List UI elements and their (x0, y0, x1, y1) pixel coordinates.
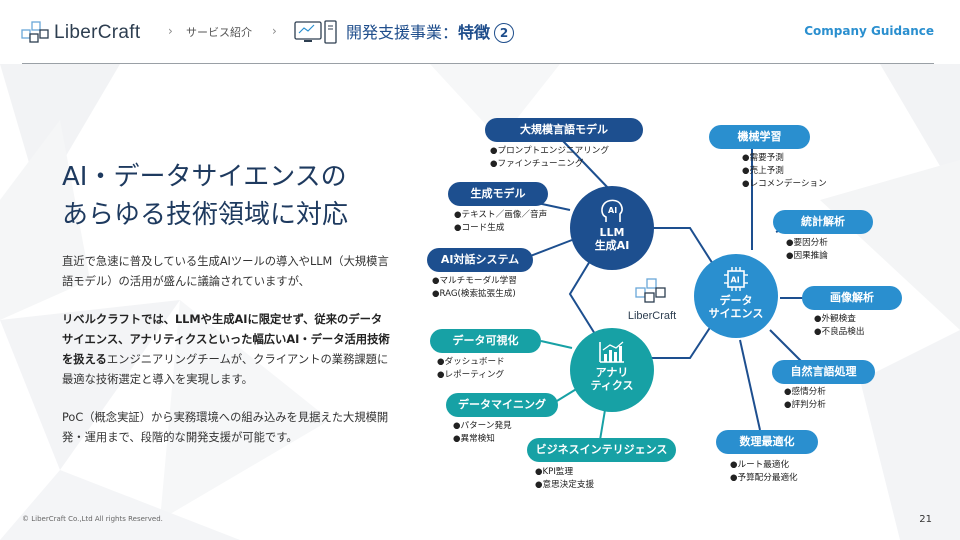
ai-chip-icon: AI (724, 267, 748, 291)
headline: AI・データサイエンスの あらゆる技術領域に対応 (62, 158, 348, 234)
node-data-visualization[interactable]: データ可視化 (430, 329, 541, 353)
node-data-visualization-items: ●ダッシュボード ●レポーティング (437, 356, 505, 382)
page-number: 21 (919, 514, 932, 525)
list-item: ●コード生成 (454, 223, 505, 233)
list-item: ●レコメンデーション (742, 179, 827, 189)
node-business-intelligence-items: ●KPI監理 ●意思決定支援 (535, 466, 594, 492)
node-ai-dialog-system-items: ●マルチモーダル学習 ●RAG(検索拡張生成) (432, 275, 517, 301)
node-statistical-analysis-items: ●要因分析 ●因果推論 (786, 237, 828, 263)
node-nlp-items: ●感情分析 ●評判分析 (784, 386, 826, 412)
list-item: ●予算配分最適化 (730, 473, 798, 483)
page-title-prefix: 開発支援事業： (346, 23, 459, 42)
list-item: ●RAG(検索拡張生成) (432, 289, 516, 299)
list-item: ●需要予測 (742, 153, 784, 163)
list-item: ●異常検知 (453, 434, 495, 444)
node-image-analysis-items: ●外観検査 ●不良品検出 (814, 313, 864, 339)
svg-text:AI: AI (731, 276, 740, 285)
node-generative-model[interactable]: 生成モデル (448, 182, 548, 206)
hub-llm-line-2: 生成AI (594, 239, 630, 252)
center-logo-text: LiberCraft (627, 310, 677, 322)
list-item: ●要因分析 (786, 238, 828, 248)
logo-text: LiberCraft (54, 22, 141, 43)
bar-chart-icon (599, 341, 624, 363)
cube-logo-icon (635, 278, 666, 303)
header-divider (22, 63, 934, 64)
list-item: ●評判分析 (784, 400, 826, 410)
breadcrumb-services[interactable]: サービス紹介 (186, 26, 252, 39)
node-machine-learning[interactable]: 機械学習 (709, 125, 810, 149)
list-item: ●ファインチューニング (490, 159, 584, 169)
libercraft-logo[interactable]: LiberCraft (20, 20, 152, 46)
hub-llm[interactable]: AI LLM 生成AI (570, 186, 654, 270)
list-item: ●テキスト／画像／音声 (454, 210, 548, 220)
cube-logo-icon (21, 21, 49, 43)
page-number-badge: 2 (494, 23, 515, 43)
list-item: ●ダッシュボード (437, 357, 505, 367)
breadcrumb-separator: › (272, 24, 277, 38)
list-item: ●レポーティング (437, 370, 505, 380)
node-data-mining-items: ●パターン発見 ●異常検知 (453, 420, 512, 446)
list-item: ●不良品検出 (814, 327, 865, 337)
node-machine-learning-items: ●需要予測 ●売上予測 ●レコメンデーション (742, 152, 827, 191)
svg-text:AI: AI (608, 206, 617, 215)
copyright: © LiberCraft Co.,Ltd All rights Reserved… (22, 515, 163, 523)
node-nlp[interactable]: 自然言語処理 (772, 360, 875, 384)
hub-llm-line-1: LLM (599, 226, 625, 239)
page-title-bold: 特徴 (458, 23, 491, 42)
list-item: ●ルート最適化 (730, 460, 790, 470)
node-business-intelligence[interactable]: ビジネスインテリジェンス (527, 438, 676, 462)
intro-paragraph: 直近で急速に普及している生成AIツールの導入やLLM（大規模言語モデル）の活用が… (62, 255, 389, 288)
list-item: ●外観検査 (814, 314, 856, 324)
breadcrumb-separator: › (168, 24, 173, 38)
list-item: ●因果推論 (786, 251, 828, 261)
feature-paragraph-bold: リベルクラフトでは、LLMや生成AIに限定せず、従来のデータサイエンス、アナリテ… (62, 313, 390, 366)
center-logo: LiberCraft (616, 276, 688, 326)
list-item: ●パターン発見 (453, 421, 512, 431)
node-statistical-analysis[interactable]: 統計解析 (773, 210, 873, 234)
list-item: ●KPI監理 (535, 467, 574, 477)
list-item: ●売上予測 (742, 166, 784, 176)
hub-analytics[interactable]: アナリ ティクス (570, 328, 654, 412)
feature-paragraph-rest: エンジニアリングチームが、クライアントの業務課題に最適な技術選定と導入を実現しま… (62, 353, 389, 386)
list-item: ●意思決定支援 (535, 480, 595, 490)
headline-line-1: AI・データサイエンスの (62, 162, 347, 192)
ai-head-icon: AI (601, 199, 623, 222)
feature-paragraph: リベルクラフトでは、LLMや生成AIに限定せず、従来のデータサイエンス、アナリテ… (62, 310, 392, 390)
node-math-optimization[interactable]: 数理最適化 (716, 430, 818, 454)
node-generative-model-items: ●テキスト／画像／音声 ●コード生成 (454, 209, 547, 235)
hub-ds-line-2: サイエンス (708, 307, 764, 320)
support-paragraph: PoC（概念実証）から実務環境への組み込みを見据えた大規模開発・運用まで、段階的… (62, 411, 389, 444)
hub-data-science[interactable]: AI データ サイエンス (694, 254, 778, 338)
node-image-analysis[interactable]: 画像解析 (802, 286, 902, 310)
computer-icon (294, 20, 337, 44)
node-llm-model-items: ●プロンプトエンジニアリング ●ファインチューニング (490, 145, 609, 171)
hub-ds-line-1: データ (719, 294, 753, 307)
node-data-mining[interactable]: データマイニング (446, 393, 558, 417)
node-math-optimization-items: ●ルート最適化 ●予算配分最適化 (730, 459, 798, 485)
list-item: ●マルチモーダル学習 (432, 276, 517, 286)
company-guidance-label: Company Guidance (804, 24, 934, 38)
hub-analytics-line-1: アナリ (595, 366, 629, 379)
headline-line-2: あらゆる技術領域に対応 (62, 200, 349, 230)
hub-analytics-line-2: ティクス (590, 379, 634, 392)
list-item: ●感情分析 (784, 387, 826, 397)
list-item: ●プロンプトエンジニアリング (490, 146, 609, 156)
node-ai-dialog-system[interactable]: AI対話システム (427, 248, 533, 272)
node-llm-model[interactable]: 大規模言語モデル (485, 118, 643, 142)
